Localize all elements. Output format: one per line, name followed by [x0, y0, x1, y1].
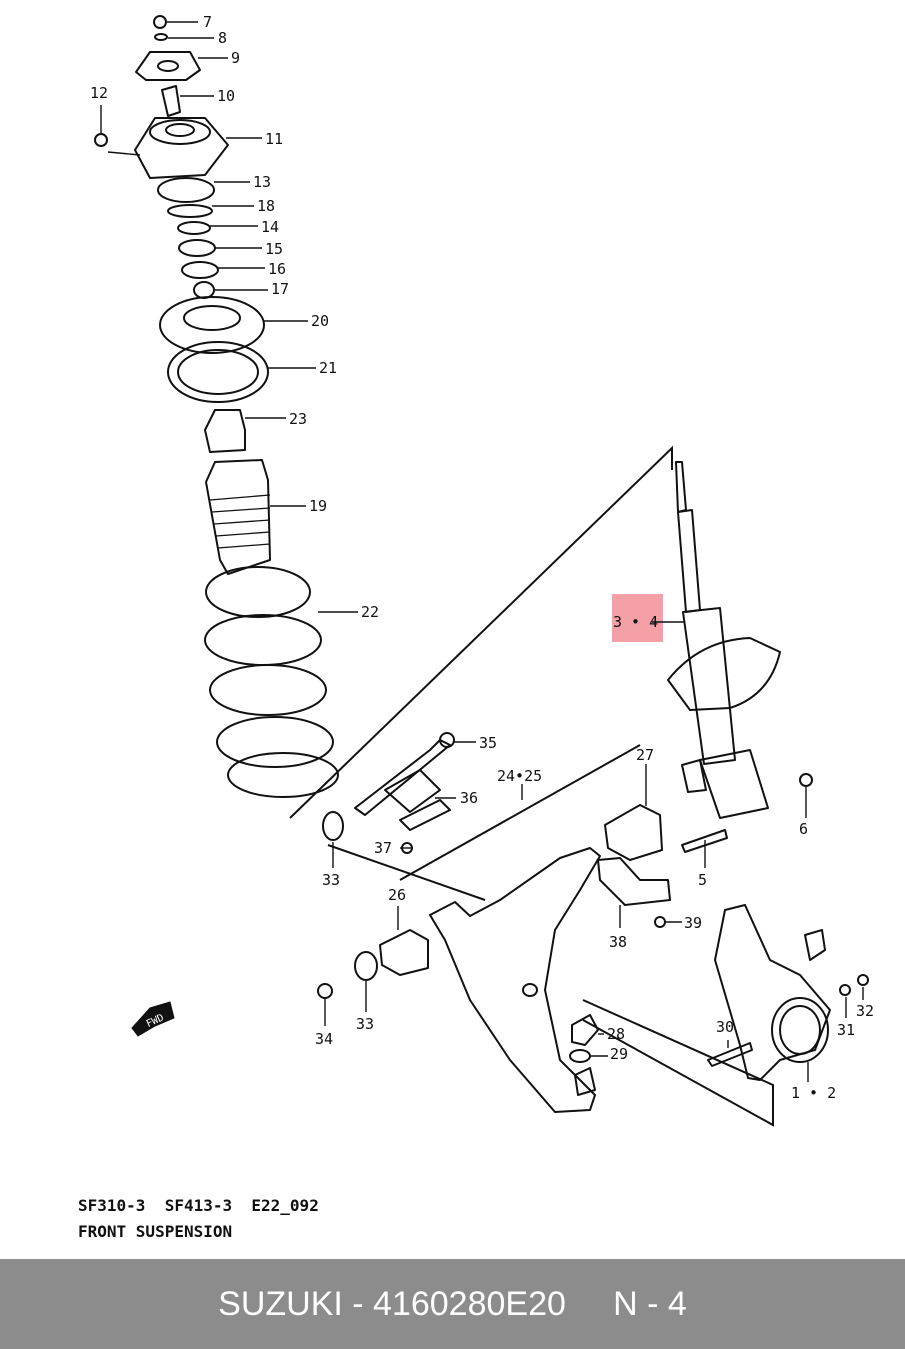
callout-10: 10 — [217, 87, 235, 105]
callout-14: 14 — [261, 218, 279, 236]
callout-30: 30 — [716, 1018, 734, 1036]
callout-7: 7 — [203, 13, 212, 31]
callout-38: 38 — [609, 933, 627, 951]
callout-39: 39 — [684, 914, 702, 932]
fwd-arrow-icon: FWD — [131, 1001, 175, 1037]
callout-17: 17 — [271, 280, 289, 298]
callout-5: 5 — [698, 871, 707, 889]
callout-1-2: 1 • 2 — [791, 1084, 836, 1102]
callout-9: 9 — [231, 49, 240, 67]
callout-26: 26 — [388, 886, 406, 904]
leader-lines — [100, 21, 864, 1082]
callout-27: 27 — [636, 746, 654, 764]
callout-31: 31 — [837, 1021, 855, 1039]
callout-28: 28 — [607, 1025, 625, 1043]
callout-29: 29 — [610, 1045, 628, 1063]
callout-20: 20 — [311, 312, 329, 330]
callout-16: 16 — [268, 260, 286, 278]
callout-36: 36 — [460, 789, 478, 807]
callout-8: 8 — [218, 29, 227, 47]
lower-control-arm — [317, 804, 671, 1113]
callout-32: 32 — [856, 1002, 874, 1020]
callout-15: 15 — [265, 240, 283, 258]
callout-37: 37 — [374, 839, 392, 857]
callout-22: 22 — [361, 603, 379, 621]
callout-19: 19 — [309, 497, 327, 515]
callout-24-25: 24•25 — [497, 767, 542, 785]
diagram-code: SF310-3 SF413-3 E22_092 — [78, 1196, 319, 1215]
callout-11: 11 — [265, 130, 283, 148]
steering-knuckle — [681, 773, 869, 1081]
callout-labels: 7 8 9 10 11 12 13 18 14 15 16 17 20 21 2… — [90, 13, 874, 1102]
front-suspension-drawing: FWD — [90, 13, 874, 1127]
highlight-box — [612, 594, 663, 642]
callout-33-upper: 33 — [322, 871, 340, 889]
callout-33-lower: 33 — [356, 1015, 374, 1033]
coil-spring — [204, 566, 339, 798]
footer-part-number: SUZUKI - 4160280E20 N - 4 — [218, 1284, 687, 1323]
callout-35: 35 — [479, 734, 497, 752]
footer-bar: SUZUKI - 4160280E20 N - 4 — [0, 1259, 905, 1349]
shock-absorber — [667, 461, 781, 819]
callout-18: 18 — [257, 197, 275, 215]
callout-3-4: 3 • 4 — [613, 613, 658, 631]
callout-6: 6 — [799, 820, 808, 838]
callout-21: 21 — [319, 359, 337, 377]
stabilizer-link — [322, 732, 455, 854]
parts-diagram: FWD — [78, 13, 875, 1241]
callout-34: 34 — [315, 1030, 333, 1048]
explode-frame-lines — [289, 445, 774, 1127]
diagram-title: FRONT SUSPENSION — [78, 1222, 233, 1241]
strut-mount-parts — [94, 15, 271, 575]
callout-13: 13 — [253, 173, 271, 191]
callout-12: 12 — [90, 84, 108, 102]
callout-23: 23 — [289, 410, 307, 428]
